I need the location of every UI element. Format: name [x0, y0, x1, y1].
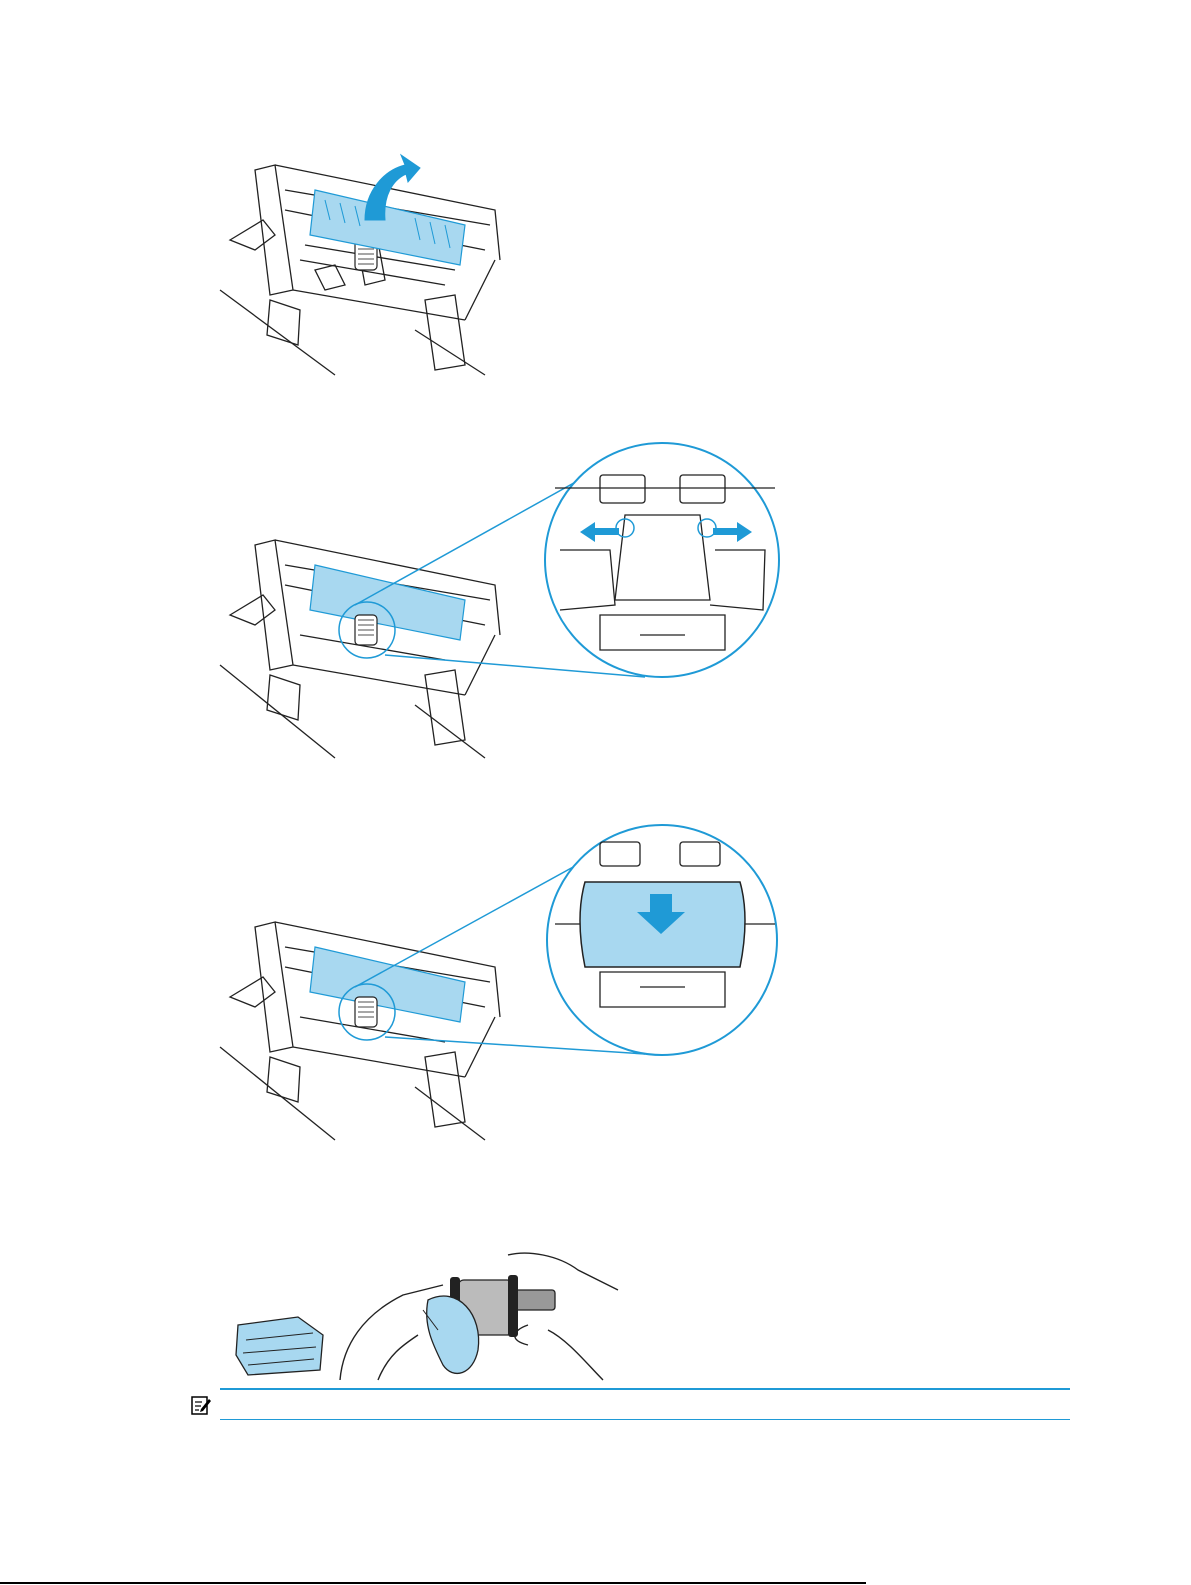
figure-clean-roller: [228, 1245, 628, 1385]
footer-rule: [0, 1582, 866, 1584]
note-rule-top: [220, 1388, 1070, 1390]
note-rule-bottom: [220, 1419, 1070, 1420]
figure-open-roller-cover: [215, 150, 515, 380]
figure-remove-roller: [215, 822, 785, 1147]
note-pencil-icon: [190, 1394, 212, 1416]
note-bar: [190, 1386, 1070, 1422]
figure-release-roller-tabs: [215, 440, 785, 765]
